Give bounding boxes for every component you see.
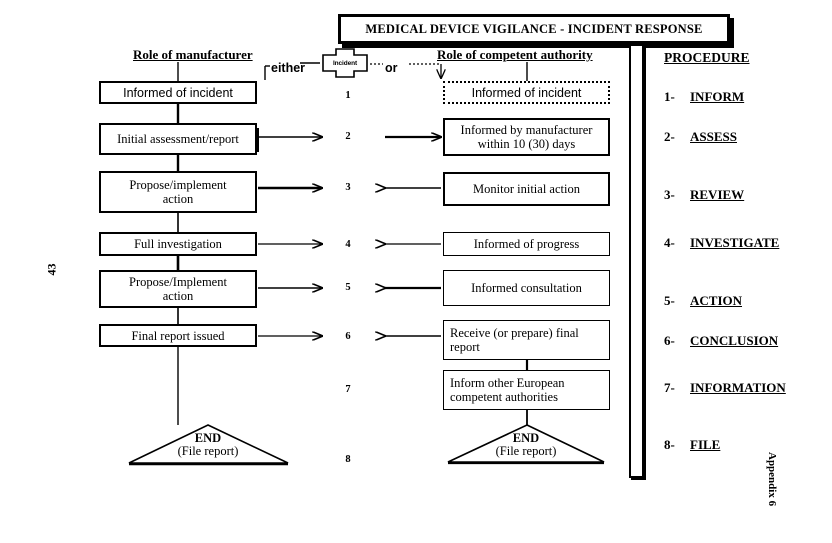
authority-box-informed-by-manufacturer: Informed by manufacturer within 10 (30) … xyxy=(443,118,610,156)
step-number-1: 1 xyxy=(345,90,351,101)
either-label: either xyxy=(271,61,306,75)
manufacturer-box-propose-implement-action-1: Propose/implement action xyxy=(99,171,257,213)
procedure-item-label: INFORMATION xyxy=(690,380,786,395)
procedure-item-number: 6- xyxy=(664,333,675,348)
procedure-item-number: 1- xyxy=(664,89,675,104)
step-number-8: 8 xyxy=(345,454,351,465)
or-dotted-path xyxy=(370,63,441,78)
manufacturer-end-terminator-text: END (File report) xyxy=(148,431,268,459)
or-label: or xyxy=(385,61,398,75)
procedure-item-label: FILE xyxy=(690,437,721,452)
incident-start-shape: Incident xyxy=(322,48,368,78)
authority-box-receive-final-report: Receive (or prepare) final report xyxy=(443,320,610,360)
step-number-4: 4 xyxy=(345,239,351,250)
procedure-item-inform: 1- INFORM xyxy=(664,89,744,105)
procedure-item-information: 7- INFORMATION xyxy=(664,380,786,396)
procedure-item-label: INVESTIGATE xyxy=(690,235,780,250)
procedure-item-action: 5- ACTION xyxy=(664,293,742,309)
procedure-item-number: 7- xyxy=(664,380,675,395)
procedure-heading: PROCEDURE xyxy=(664,50,750,65)
procedure-item-label: ASSESS xyxy=(690,129,737,144)
step-number-3: 3 xyxy=(345,182,351,193)
manufacturer-box-full-investigation: Full investigation xyxy=(99,232,257,256)
procedure-item-label: REVIEW xyxy=(690,187,745,202)
manufacturer-box-initial-assessment: Initial assessment/report xyxy=(99,123,257,155)
procedure-item-number: 2- xyxy=(664,129,675,144)
manufacturer-box-final-report-issued: Final report issued xyxy=(99,324,257,347)
procedure-item-label: INFORM xyxy=(690,89,745,104)
end-subtitle: (File report) xyxy=(177,444,239,459)
page-number: 43 xyxy=(44,263,59,276)
procedure-item-investigate: 4- INVESTIGATE xyxy=(664,235,779,251)
manufacturer-box-informed-of-incident: Informed of incident xyxy=(99,81,257,104)
page-title: MEDICAL DEVICE VIGILANCE - INCIDENT RESP… xyxy=(365,21,703,36)
authority-box-text: Receive (or prepare) final report xyxy=(450,326,579,354)
authority-end-terminator-text: END (File report) xyxy=(466,431,586,459)
vertical-divider-bar xyxy=(629,44,644,478)
procedure-item-file: 8- FILE xyxy=(664,437,720,453)
manufacturer-box-text: Propose/Implement action xyxy=(129,275,227,303)
procedure-item-number: 4- xyxy=(664,235,675,250)
incident-shape-label: Incident xyxy=(332,59,358,67)
appendix-label: Appendix 6 xyxy=(766,452,778,507)
authority-box-monitor-initial-action: Monitor initial action xyxy=(443,172,610,206)
step-number-5: 5 xyxy=(345,282,351,293)
procedure-item-label: CONCLUSION xyxy=(690,333,779,348)
authority-box-text: Informed by manufacturer within 10 (30) … xyxy=(460,123,593,151)
procedure-item-conclusion: 6- CONCLUSION xyxy=(664,333,778,349)
authority-column-heading: Role of competent authority xyxy=(437,47,593,62)
step-number-6: 6 xyxy=(345,331,351,342)
manufacturer-box-text: Propose/implement action xyxy=(129,178,227,206)
procedure-item-number: 3- xyxy=(664,187,675,202)
procedure-item-assess: 2- ASSESS xyxy=(664,129,737,145)
authority-box-text: Inform other European competent authorit… xyxy=(450,376,565,404)
procedure-item-review: 3- REVIEW xyxy=(664,187,744,203)
authority-box-inform-other-european-authorities: Inform other European competent authorit… xyxy=(443,370,610,410)
authority-box-informed-of-progress: Informed of progress xyxy=(443,232,610,256)
manufacturer-box-propose-implement-action-2: Propose/Implement action xyxy=(99,270,257,308)
procedure-item-number: 8- xyxy=(664,437,675,452)
end-subtitle: (File report) xyxy=(495,444,557,459)
procedure-item-number: 5- xyxy=(664,293,675,308)
procedure-item-label: ACTION xyxy=(690,293,743,308)
incident-cross-icon xyxy=(322,48,368,78)
step-number-2: 2 xyxy=(345,131,351,142)
authority-box-informed-of-incident: Informed of incident xyxy=(443,81,610,104)
document-title-banner: MEDICAL DEVICE VIGILANCE - INCIDENT RESP… xyxy=(338,14,730,44)
step-number-7: 7 xyxy=(345,384,351,395)
manufacturer-column-heading: Role of manufacturer xyxy=(133,47,253,62)
authority-box-informed-consultation: Informed consultation xyxy=(443,270,610,306)
